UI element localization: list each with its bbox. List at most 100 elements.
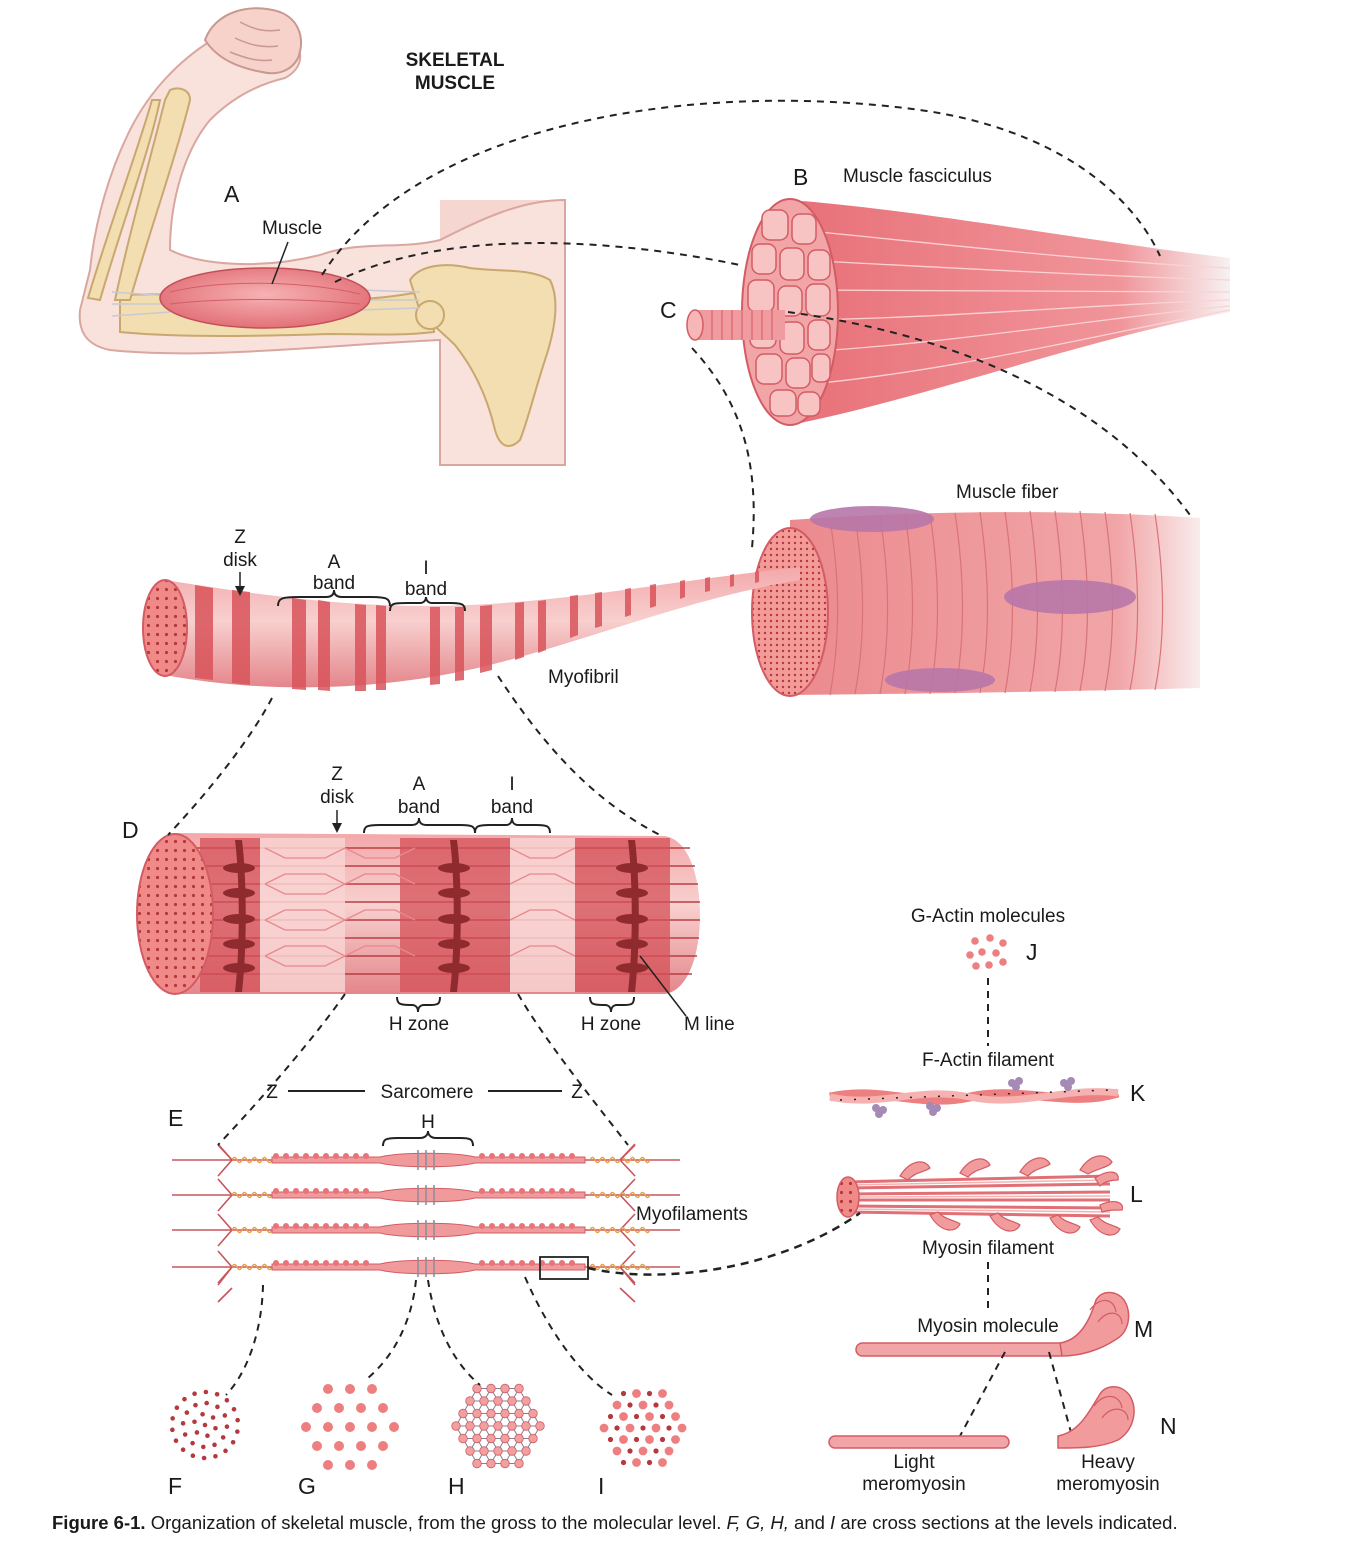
myosin-dot [378, 1441, 388, 1451]
myosin-head [489, 1188, 495, 1194]
myosin-head [549, 1260, 555, 1266]
actin-dot [230, 1439, 236, 1445]
actin-dot [212, 1442, 217, 1448]
myosin-dot [334, 1441, 344, 1451]
actin-dot [214, 1392, 220, 1397]
muscle-label: Muscle [262, 218, 322, 239]
i-band-i-label: I [423, 558, 428, 579]
myosin-thick-filament [271, 1259, 586, 1275]
actin-dot [640, 1425, 646, 1431]
myosin-head [343, 1260, 349, 1266]
myosin-head [529, 1223, 535, 1229]
actin-dot [666, 1425, 672, 1431]
lattice-node [500, 1458, 510, 1469]
myosin-head [509, 1153, 515, 1159]
myofilament-row [172, 1213, 680, 1247]
lattice-node [507, 1421, 517, 1431]
i-band-brace [389, 596, 466, 612]
panel-label-f: F [168, 1473, 182, 1499]
actin-dot [192, 1391, 197, 1396]
title-line1: SKELETAL [406, 50, 505, 71]
actin-dot [223, 1448, 228, 1454]
myosin-dot [599, 1423, 609, 1433]
myosin-head [323, 1223, 329, 1229]
fasciculus-body [790, 200, 1230, 425]
lattice-node [486, 1408, 496, 1419]
myosin-head [569, 1188, 575, 1194]
segment-cross-section [136, 833, 214, 995]
myosin-dot [334, 1403, 344, 1413]
lattice-node [486, 1433, 496, 1444]
actin-dot [627, 1402, 633, 1408]
lattice-node [472, 1408, 482, 1419]
myosin-head [353, 1223, 359, 1229]
myosin-dot [664, 1400, 674, 1410]
actin-dot [659, 1436, 666, 1443]
lattice-node [493, 1446, 503, 1456]
nucleus [1004, 580, 1136, 614]
sarcomere-label: Sarcomere [381, 1082, 474, 1103]
myosin-head [293, 1153, 299, 1159]
myosin-head [479, 1153, 485, 1159]
myosin-head [499, 1223, 505, 1229]
myosin-thick-filament [271, 1222, 586, 1238]
myosin-head [293, 1223, 299, 1229]
myosin-dot [323, 1460, 333, 1470]
actin-dot [231, 1406, 237, 1412]
scapula-bone [408, 264, 557, 447]
myosin-dot [312, 1403, 322, 1413]
caption-figure-number: Figure 6-1. [52, 1512, 146, 1533]
lattice-node [451, 1421, 461, 1431]
myosin-dot [658, 1458, 667, 1467]
myosin-head [479, 1223, 485, 1229]
actin-dot [200, 1411, 205, 1417]
myosin-head [539, 1223, 545, 1229]
muscle-fiber-illustration [751, 506, 1200, 697]
myosin-dot [378, 1403, 388, 1413]
actin-dot [646, 1390, 653, 1397]
lattice-node [535, 1421, 545, 1431]
myosin-head [283, 1153, 289, 1159]
actin-dot [190, 1440, 195, 1446]
myosin-dot [645, 1435, 654, 1444]
light-meromyosin [828, 1435, 1010, 1449]
nucleus [885, 668, 995, 692]
myosin-dot [323, 1422, 333, 1432]
panel-label-l: L [1130, 1181, 1143, 1207]
actin-dot [203, 1389, 209, 1395]
d-z-disk-disk-label: disk [320, 787, 354, 808]
myofibril-label: Myofibril [548, 667, 619, 688]
lattice-node [514, 1408, 524, 1419]
myosin-dot [345, 1384, 355, 1394]
myosin-head [273, 1153, 279, 1159]
myofilament-row [172, 1178, 680, 1212]
myosin-dot [312, 1441, 322, 1451]
lattice-node [458, 1408, 468, 1419]
panel-label-a: A [224, 181, 240, 207]
fist [203, 7, 302, 75]
zoom-connectors [167, 99, 1191, 1396]
actin-dot [224, 1424, 230, 1429]
myosin-head [333, 1153, 339, 1159]
myosin-head [489, 1260, 495, 1266]
lattice-node [500, 1383, 510, 1394]
d-z-disk-z-label: Z [331, 764, 343, 785]
actin-dot [633, 1413, 640, 1420]
actin-dot [213, 1454, 218, 1459]
myosin-head [519, 1153, 525, 1159]
actin-dot [607, 1436, 614, 1443]
lattice-node [472, 1433, 482, 1444]
myosin-head [303, 1223, 309, 1229]
myofibril-segment-illustration [136, 833, 700, 995]
lattice-node [465, 1421, 475, 1431]
actin-dot [210, 1415, 216, 1420]
myosin-dot [345, 1422, 355, 1432]
actin-dot [235, 1417, 240, 1423]
lattice-node [514, 1383, 524, 1394]
cross-section-f [170, 1389, 240, 1461]
m-line-leader [639, 955, 687, 1017]
nucleus [810, 506, 934, 532]
muscle-fasciculus-label: Muscle fasciculus [843, 166, 992, 187]
caption-letter-i: I [830, 1512, 836, 1533]
